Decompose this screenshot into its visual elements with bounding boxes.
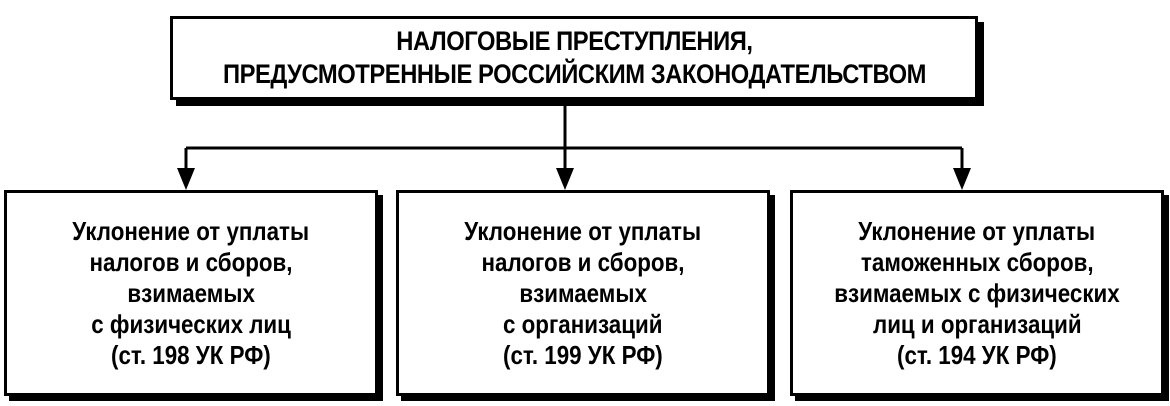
box-1-line-3: взимаемых xyxy=(127,277,255,308)
arrowhead-2 xyxy=(556,168,574,190)
box-2-line-5: (ст. 199 УК РФ) xyxy=(503,339,663,370)
box-1-line-1: Уклонение от уплаты xyxy=(72,215,310,246)
box-customs: Уклонение от уплаты таможенных сборов, в… xyxy=(790,190,1164,396)
box-3-line-4: лиц и организаций xyxy=(872,308,1082,339)
arrowhead-1 xyxy=(177,168,195,190)
box-organizations: Уклонение от уплаты налогов и сборов, вз… xyxy=(396,190,770,396)
header-line-1: НАЛОГОВЫЕ ПРЕСТУПЛЕНИЯ, xyxy=(395,26,753,56)
box-1-line-2: налогов и сборов, xyxy=(89,246,293,277)
box-1-line-5: (ст. 198 УК РФ) xyxy=(111,339,271,370)
header-line-2: ПРЕДУСМОТРЕННЫЕ РОССИЙСКИМ ЗАКОНОДАТЕЛЬС… xyxy=(222,59,926,89)
arrowhead-3 xyxy=(953,168,971,190)
box-2-line-2: налогов и сборов, xyxy=(481,246,685,277)
box-1-line-4: с физических лиц xyxy=(91,308,291,339)
box-individuals: Уклонение от уплаты налогов и сборов, вз… xyxy=(4,190,378,396)
header-box: НАЛОГОВЫЕ ПРЕСТУПЛЕНИЯ, ПРЕДУСМОТРЕННЫЕ … xyxy=(170,16,978,100)
box-2-line-1: Уклонение от уплаты xyxy=(464,215,702,246)
box-3-line-3: взимаемых с физических xyxy=(834,277,1120,308)
box-2-line-3: взимаемых xyxy=(519,277,647,308)
box-3-line-2: таможенных сборов, xyxy=(860,246,1094,277)
box-3-line-1: Уклонение от уплаты xyxy=(858,215,1096,246)
box-3-line-5: (ст. 194 УК РФ) xyxy=(897,339,1057,370)
box-2-line-4: с организаций xyxy=(503,308,663,339)
